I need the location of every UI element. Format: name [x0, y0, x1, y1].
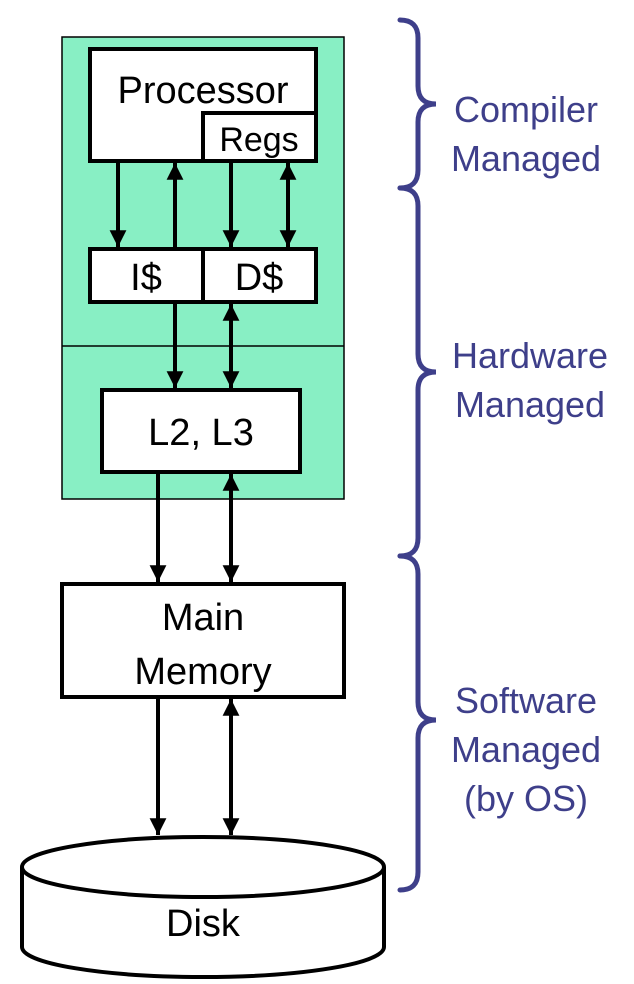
brace-compiler-managed: [397, 17, 437, 191]
dcache-box: [201, 247, 318, 304]
main-memory-label-line2: Memory: [134, 651, 271, 693]
hardware-managed-line2: Managed: [455, 384, 605, 425]
regs-box: [201, 111, 318, 163]
main-memory-box: [60, 582, 346, 699]
software-managed-line2: Managed: [451, 729, 601, 770]
compiler-managed-line2: Managed: [451, 138, 601, 179]
software-managed-line1: Software: [455, 680, 597, 721]
icache-label: I$: [130, 257, 162, 299]
brace-hardware-managed: [397, 185, 437, 559]
main-memory-label-line1: Main: [162, 597, 244, 639]
disk-label: Disk: [166, 903, 241, 945]
hardware-managed-line1: Hardware: [452, 335, 608, 376]
brace-software-managed: [397, 553, 437, 893]
dcache-label: D$: [235, 257, 284, 299]
l2-l3-label: L2, L3: [148, 412, 254, 454]
disk-cylinder-top: [20, 835, 386, 899]
l2-l3-box: [100, 388, 302, 474]
processor-label: Processor: [117, 70, 288, 112]
regs-label: Regs: [219, 121, 298, 159]
software-managed-line3: (by OS): [464, 778, 588, 819]
compiler-managed-line1: Compiler: [454, 89, 598, 130]
